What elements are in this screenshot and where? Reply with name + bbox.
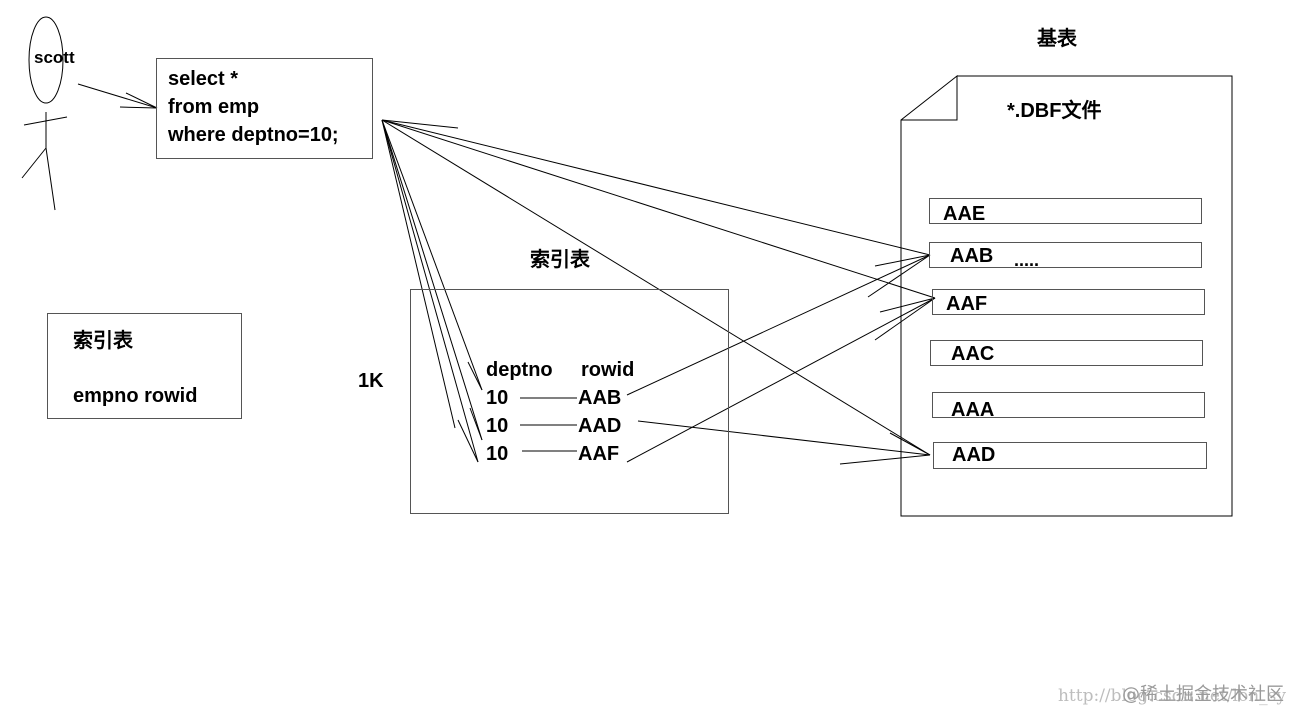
query-to-index-arrows xyxy=(381,119,483,463)
query-line-2: from emp xyxy=(168,96,260,118)
base-row: AAA xyxy=(932,392,1205,421)
base-row: AAC xyxy=(930,340,1203,366)
query-box: select * from emp where deptno=10; xyxy=(156,58,373,159)
user-head xyxy=(28,16,64,104)
query-line-1: select * xyxy=(168,68,239,90)
index-entry-deptno: 10 xyxy=(486,415,509,437)
base-row-label: AAA xyxy=(951,399,995,421)
watermark-site: @稀土掘金技术社区 xyxy=(1122,684,1284,705)
index-table-box xyxy=(410,289,729,514)
base-row: AAE xyxy=(929,198,1202,224)
base-row-label: AAF xyxy=(946,293,988,315)
index-entry-rowid: AAB xyxy=(578,387,622,409)
base-row-ellipsis: ..... xyxy=(1014,250,1040,270)
base-row-label: AAE xyxy=(943,203,986,225)
index-header-deptno: deptno xyxy=(486,359,553,381)
index-entry-rowid: AAF xyxy=(578,443,620,465)
user-leg-right xyxy=(45,147,56,211)
base-row: AAF xyxy=(932,289,1205,315)
base-table-document xyxy=(900,74,1233,517)
watermark-url: http://blog.csdn.net/lon_sy xyxy=(1057,686,1286,706)
index-header-rowid: rowid xyxy=(581,359,635,381)
legend-box: 索引表 empno rowid xyxy=(47,313,242,419)
index-entry-rowid: AAD xyxy=(578,415,622,437)
legend-text: empno rowid xyxy=(73,385,198,407)
index-to-base-arrows xyxy=(626,254,936,465)
base-row-label: AAD xyxy=(952,444,996,466)
base-row: AAD xyxy=(933,442,1207,469)
user-label: scott xyxy=(34,48,75,67)
index-entry-deptno: 10 xyxy=(486,387,509,409)
base-row-label: AAB xyxy=(950,245,994,267)
base-table-file-label: *.DBF文件 xyxy=(1007,100,1102,122)
index-size-label: 1K xyxy=(358,370,384,392)
query-to-base-arrows xyxy=(381,119,936,456)
base-table-title: 基表 xyxy=(1037,28,1077,50)
user-to-query-arrow xyxy=(77,83,158,109)
legend-title: 索引表 xyxy=(73,330,133,352)
index-entry-deptno: 10 xyxy=(486,443,509,465)
index-table-title: 索引表 xyxy=(530,249,590,271)
base-row-label: AAC xyxy=(951,343,995,365)
query-line-3: where deptno=10; xyxy=(168,124,339,146)
base-row: AAB ..... xyxy=(929,242,1202,270)
user-leg-left xyxy=(21,147,47,179)
